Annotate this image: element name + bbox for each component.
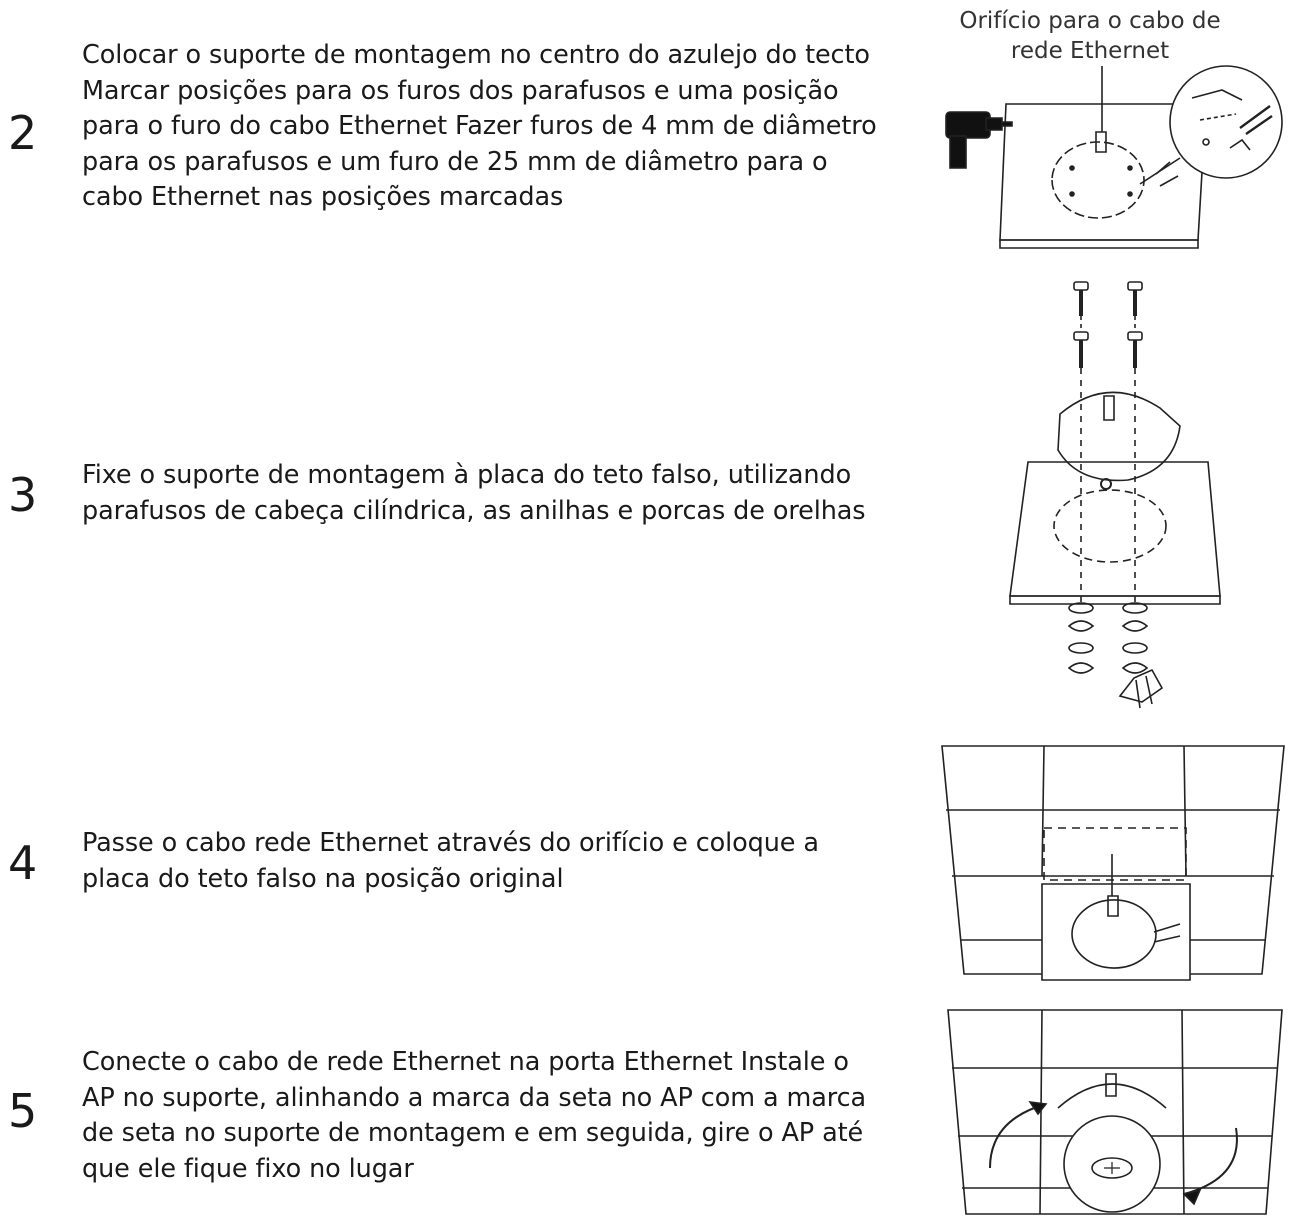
rotate-arrow-icon [990, 1102, 1046, 1168]
hand-icon [1120, 670, 1162, 708]
step-3-text: Fixe o suporte de montagem à placa do te… [82, 458, 866, 529]
wing-nut-icon [1123, 603, 1147, 673]
wing-nut-icon [1069, 603, 1093, 673]
step-5-ap-install-illustration [946, 1008, 1286, 1218]
step-5-text: Conecte o cabo de rede Ethernet na porta… [82, 1045, 866, 1187]
step-5-number: 5 [8, 1088, 37, 1134]
step-3-number: 3 [8, 472, 37, 518]
ethernet-hole-callout: Orifício para o cabo de rede Ethernet [940, 6, 1240, 66]
magnifier-detail-icon [1140, 66, 1282, 184]
step-4-text: Passe o cabo rede Ethernet através do or… [82, 826, 819, 897]
step-4-number: 4 [8, 840, 37, 886]
step-2-number: 2 [8, 110, 37, 156]
step-3-mounting-illustration [1000, 276, 1236, 716]
step-4-ceiling-grid-illustration [940, 744, 1286, 984]
rotate-arrow-icon [1184, 1128, 1237, 1204]
drill-icon [946, 112, 1012, 168]
step-2-text: Colocar o suporte de montagem no centro … [82, 38, 877, 216]
step-2-drilling-illustration [930, 60, 1290, 260]
